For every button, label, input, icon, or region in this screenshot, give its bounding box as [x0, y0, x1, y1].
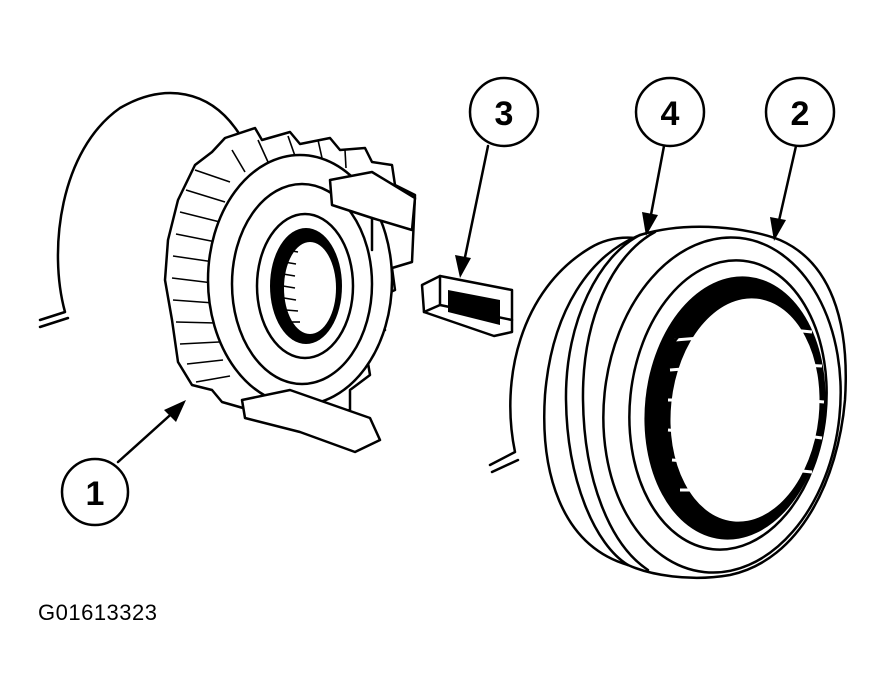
callout-1: 1 [60, 400, 186, 527]
callout-2-label: 2 [791, 95, 810, 133]
figure-id-label: G01613323 [38, 600, 158, 625]
synchronizer-hub [38, 91, 417, 454]
callout-3: 3 [455, 76, 540, 278]
callout-3-label: 3 [495, 95, 514, 133]
synchronizer-sleeve [488, 225, 847, 580]
callout-1-label: 1 [86, 475, 105, 513]
callout-4: 4 [634, 76, 706, 236]
callout-4-label: 4 [661, 95, 680, 133]
callout-2: 2 [764, 76, 836, 241]
insert-key [420, 274, 514, 338]
